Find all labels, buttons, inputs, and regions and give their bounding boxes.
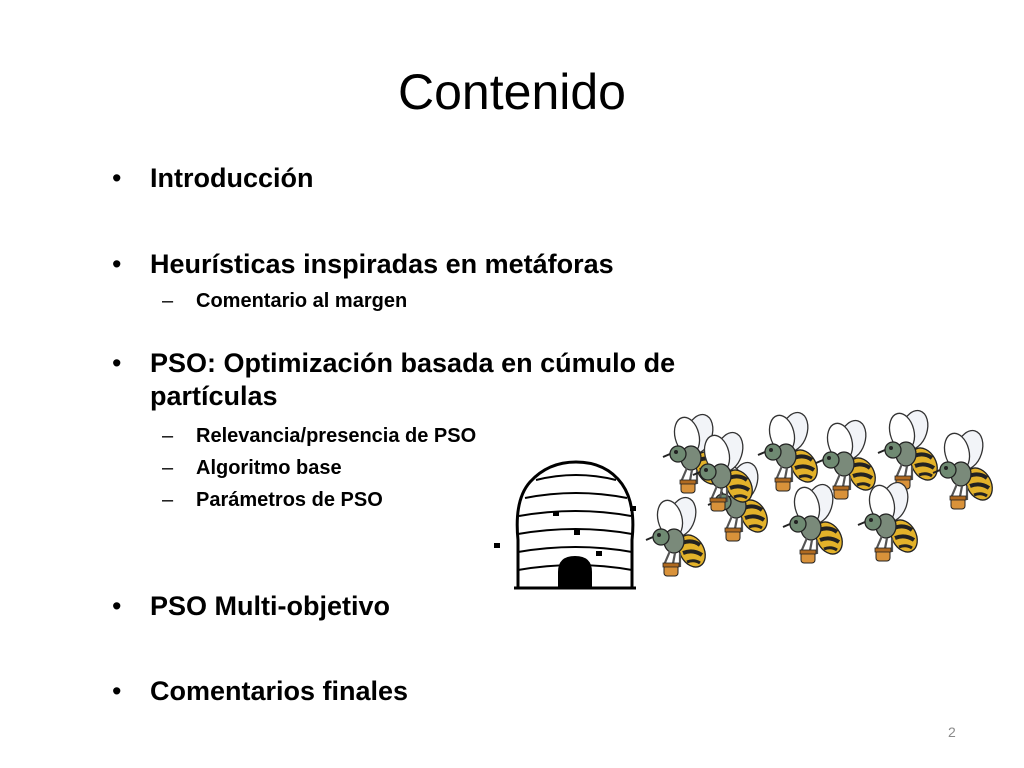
bee-icon	[931, 424, 1000, 511]
page-number: 2	[948, 724, 956, 740]
bullet-icon: •	[112, 676, 122, 706]
bullet-item-pso: • PSO: Optimización basada en cúmulo de …	[112, 347, 752, 413]
bullet-label: Heurísticas inspiradas en metáforas	[150, 249, 614, 279]
slide-title: Contenido	[398, 64, 626, 120]
subitem-label: Comentario al margen	[196, 290, 408, 312]
dash-icon: –	[162, 489, 174, 511]
bee-icon	[644, 491, 713, 578]
beehive-icon	[494, 460, 636, 590]
bullet-item-introduccion: • Introducción	[112, 162, 752, 195]
bullet-label: Comentarios finales	[150, 676, 409, 706]
bullet-icon: •	[112, 348, 122, 378]
bee-icon	[876, 404, 945, 491]
subitem-relevancia: – Relevancia/presencia de PSO	[162, 423, 476, 449]
bullet-icon: •	[112, 591, 122, 621]
dash-icon: –	[162, 457, 174, 479]
subitem-label: Algoritmo base	[196, 457, 342, 479]
bullet-label: PSO Multi-objetivo	[150, 591, 390, 621]
bullet-item-multiobjetivo: • PSO Multi-objetivo	[112, 590, 752, 623]
subitem-label: Relevancia/presencia de PSO	[196, 425, 477, 447]
bee-icon	[856, 476, 925, 563]
dash-icon: –	[162, 290, 174, 312]
bullet-icon: •	[112, 163, 122, 193]
subitem-label: Parámetros de PSO	[196, 489, 383, 511]
bee-icon	[756, 406, 825, 493]
subitem-comentario: – Comentario al margen	[162, 288, 407, 314]
subitem-parametros: – Parámetros de PSO	[162, 487, 383, 513]
bullet-label: PSO: Optimización basada en cúmulo de pa…	[150, 348, 676, 411]
bullet-icon: •	[112, 249, 122, 279]
bullet-item-heuristicas: • Heurísticas inspiradas en metáforas	[112, 248, 752, 281]
dash-icon: –	[162, 425, 174, 447]
subitem-algoritmo: – Algoritmo base	[162, 455, 342, 481]
bullet-item-finales: • Comentarios finales	[112, 675, 752, 708]
bullet-label: Introducción	[150, 163, 314, 193]
